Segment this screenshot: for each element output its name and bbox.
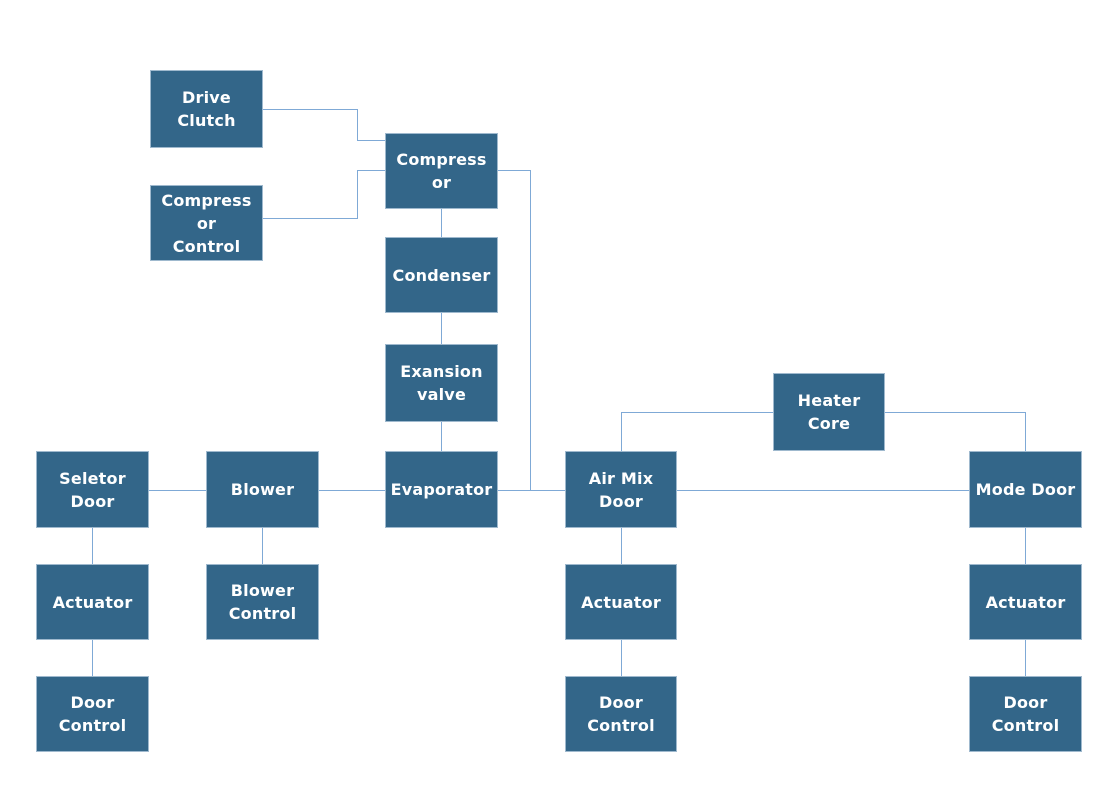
node-blower: Blower xyxy=(206,451,319,528)
edge-mode-door-actuator xyxy=(1025,528,1026,564)
node-heater-core: Heater Core xyxy=(773,373,885,451)
node-evaporator: Evaporator xyxy=(385,451,498,528)
edge-actuator-door-control-left xyxy=(92,640,93,676)
edge-compressor-air-mix-door-seg1 xyxy=(498,170,530,171)
edge-compressor-control-compressor-seg2 xyxy=(357,170,358,219)
node-blower-control: Blower Control xyxy=(206,564,319,640)
edge-drive-clutch-compressor-seg3 xyxy=(357,140,385,141)
edge-selector-door-actuator xyxy=(92,528,93,564)
node-condenser: Condenser xyxy=(385,237,498,313)
edge-heater-core-mode-door-seg2 xyxy=(1025,412,1026,451)
node-mode-door: Mode Door xyxy=(969,451,1082,528)
edge-compressor-condenser xyxy=(441,209,442,237)
edge-compressor-air-mix-door-seg2 xyxy=(530,170,531,491)
edge-actuator-door-control-center xyxy=(621,640,622,676)
node-actuator-right: Actuator xyxy=(969,564,1082,640)
edge-blower-evaporator xyxy=(319,490,385,491)
edge-air-mix-door-actuator xyxy=(621,528,622,564)
edge-heater-core-mode-door-seg1 xyxy=(885,412,1025,413)
edge-air-mix-door-mode-door xyxy=(677,490,969,491)
node-drive-clutch: Drive Clutch xyxy=(150,70,263,148)
edge-selector-door-blower xyxy=(149,490,206,491)
edge-heater-core-air-mix-door-seg1 xyxy=(621,412,773,413)
edge-expansion-valve-evaporator xyxy=(441,422,442,451)
node-door-control-left: Door Control xyxy=(36,676,149,752)
node-door-control-right: Door Control xyxy=(969,676,1082,752)
edge-blower-blower-control xyxy=(262,528,263,564)
node-actuator-left: Actuator xyxy=(36,564,149,640)
edge-heater-core-air-mix-door-seg2 xyxy=(621,412,622,451)
node-compressor: Compress or xyxy=(385,133,498,209)
node-compressor-control: Compress or Control xyxy=(150,185,263,261)
node-air-mix-door: Air Mix Door xyxy=(565,451,677,528)
edge-evaporator-air-mix-door xyxy=(498,490,565,491)
node-door-control-center: Door Control xyxy=(565,676,677,752)
node-actuator-center: Actuator xyxy=(565,564,677,640)
edge-compressor-control-compressor-seg3 xyxy=(357,170,385,171)
edge-compressor-control-compressor-seg1 xyxy=(263,218,357,219)
edge-actuator-door-control-right xyxy=(1025,640,1026,676)
edge-condenser-expansion-valve xyxy=(441,313,442,344)
edge-drive-clutch-compressor-seg2 xyxy=(357,109,358,140)
node-selector-door: Seletor Door xyxy=(36,451,149,528)
node-expansion-valve: Exansion valve xyxy=(385,344,498,422)
edge-drive-clutch-compressor-seg1 xyxy=(263,109,357,110)
